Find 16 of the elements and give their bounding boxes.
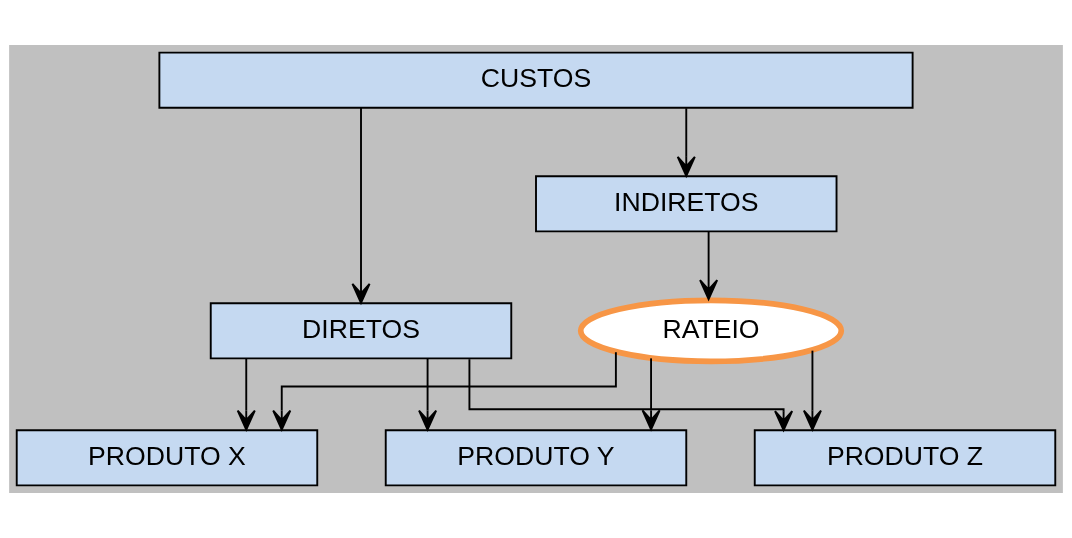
arrow (236, 358, 256, 431)
node-ellipse: RATEIO (577, 297, 845, 365)
node-box: PRODUTO Z (753, 429, 1057, 487)
arrow (418, 358, 438, 431)
arrow (676, 107, 696, 177)
node-box: PRODUTO X (15, 429, 319, 487)
arrow (699, 231, 719, 301)
node-box: DIRETOS (209, 302, 513, 360)
node-box: INDIRETOS (535, 175, 838, 233)
arrow (351, 107, 371, 304)
arrow (468, 358, 794, 432)
node-box: CUSTOS (158, 51, 914, 109)
arrow (802, 349, 822, 431)
arrow (641, 357, 661, 431)
arrow (272, 351, 617, 431)
node-box: PRODUTO Y (384, 429, 688, 487)
